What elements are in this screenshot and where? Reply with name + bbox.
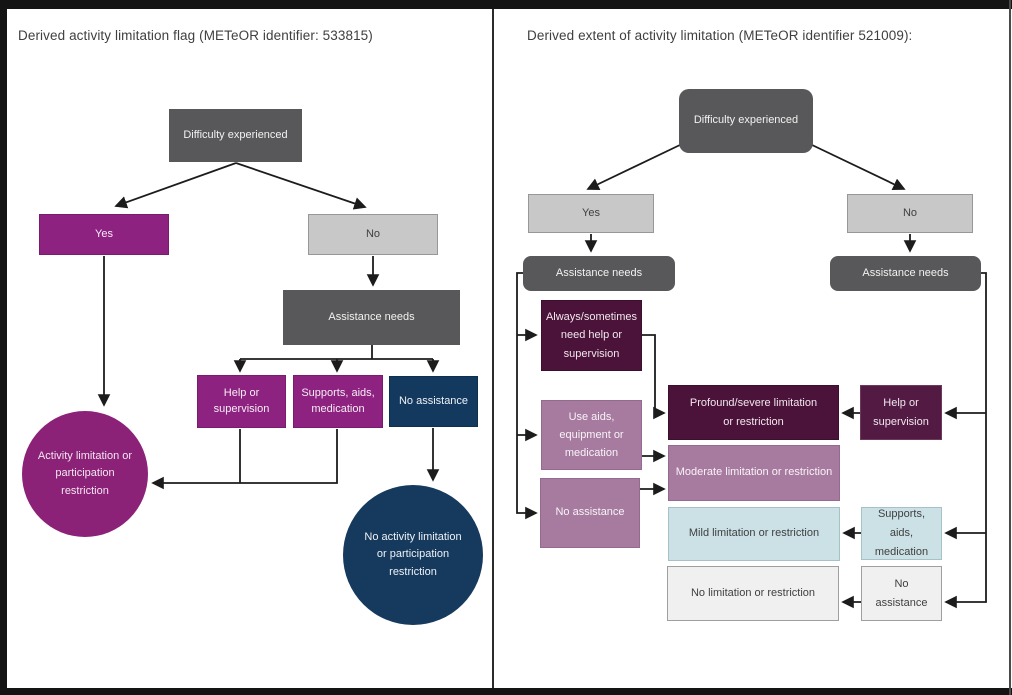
node-no-left: No xyxy=(308,214,438,255)
node-no-assistance-no-branch: No assistance xyxy=(861,566,942,621)
node-mild-limitation: Mild limitation or restriction xyxy=(668,507,840,561)
left-panel-title: Derived activity limitation flag (METeOR… xyxy=(18,28,373,43)
node-always-sometimes-help: Always/sometimes need help or supervisio… xyxy=(541,300,642,371)
node-assistance-needs-yes-branch: Assistance needs xyxy=(523,256,675,291)
node-assistance-needs-no-branch: Assistance needs xyxy=(830,256,981,291)
node-no-assistance-yes-branch: No assistance xyxy=(540,478,640,548)
node-yes-right: Yes xyxy=(528,194,654,233)
node-activity-limitation-circle: Activity limitation or participation res… xyxy=(22,411,148,537)
top-border xyxy=(0,0,1012,9)
node-difficulty-experienced-right: Difficulty experienced xyxy=(679,89,813,153)
node-no-activity-limitation-circle: No activity limitation or participation … xyxy=(343,485,483,625)
node-moderate-limitation: Moderate limitation or restriction xyxy=(668,445,840,501)
node-yes-left: Yes xyxy=(39,214,169,255)
node-assistance-needs-left-panel: Assistance needs xyxy=(283,290,460,345)
node-no-right: No xyxy=(847,194,973,233)
node-difficulty-experienced-left: Difficulty experienced xyxy=(169,109,302,162)
panel-divider xyxy=(492,0,494,695)
node-use-aids-equipment: Use aids, equipment or medication xyxy=(541,400,642,470)
node-no-assistance-left-panel: No assistance xyxy=(389,376,478,427)
node-supports-aids-medication-right: Supports, aids, medication xyxy=(861,507,942,560)
right-border xyxy=(1009,0,1011,695)
right-panel-title: Derived extent of activity limitation (M… xyxy=(527,28,913,43)
node-profound-severe-limitation: Profound/severe limitation or restrictio… xyxy=(668,385,839,440)
bottom-border xyxy=(0,688,1012,695)
node-help-or-supervision-right: Help or supervision xyxy=(860,385,942,440)
node-help-or-supervision-left: Help or supervision xyxy=(197,375,286,428)
node-supports-aids-medication-left: Supports, aids, medication xyxy=(293,375,383,428)
left-border xyxy=(0,0,7,695)
node-no-limitation: No limitation or restriction xyxy=(667,566,839,621)
